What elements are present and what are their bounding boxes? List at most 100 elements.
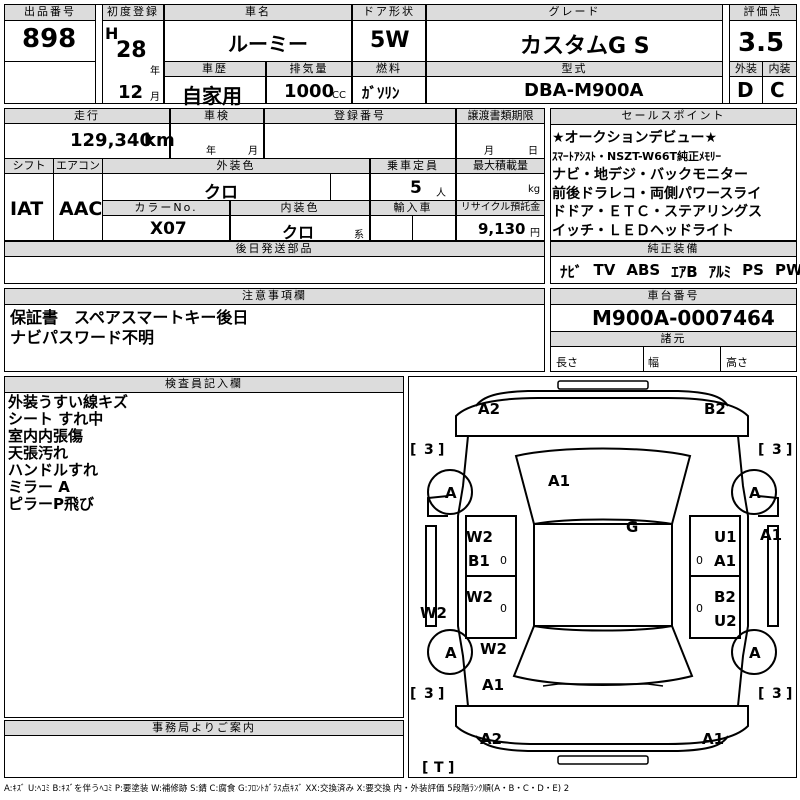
tire-t-close: ]: [448, 760, 454, 776]
sales-point-line: ｽﾏｰﾄｱｼｽﾄ・NSZT-W66T純正ﾒﾓﾘｰ: [552, 149, 722, 163]
inspector-line: 室内内張傷: [8, 427, 84, 445]
left-side-shape: [425, 525, 437, 627]
mark-right-rear-door-2: U2: [714, 612, 737, 630]
recycle: 9,130: [478, 220, 526, 238]
mark-right-rear-door: B2: [714, 588, 736, 606]
ext-color-label: 外装色: [102, 158, 370, 174]
door: 5W: [370, 28, 410, 53]
mark-left-front-door: W2: [466, 528, 493, 546]
right-side-shape: [767, 525, 779, 627]
ext-color-cell-2: [330, 173, 370, 201]
inspector-line: ミラー A: [8, 478, 70, 496]
rear-window-shape: [512, 624, 694, 686]
equipment-item: TV: [593, 261, 616, 279]
tire-fl: 3: [424, 442, 434, 458]
transfer-label: 譲渡書類期限: [456, 108, 545, 124]
model: DBA-M900A: [524, 80, 644, 101]
ac-label: エアコン: [53, 158, 103, 174]
inspection-label: 車検: [170, 108, 264, 124]
interior-label: 内装: [762, 61, 797, 77]
rear-plate-shape: [557, 755, 649, 765]
front-bumper-shape: [475, 390, 729, 407]
tire-t: T: [434, 760, 444, 776]
inspector-box: [4, 392, 404, 718]
shift: IAT: [10, 198, 44, 220]
color-no-label: カラーNo.: [102, 200, 230, 216]
height-label: 高さ: [726, 356, 748, 369]
equipment-label: 純正装備: [550, 241, 797, 257]
car-diagram: A2 B2 A1 G W2 B1 W2 W2 A1 W2 U1 A1 B2 U2…: [410, 380, 792, 776]
car-name-label: 車名: [164, 4, 352, 21]
later-parts-label: 後日発送部品: [4, 241, 545, 257]
color-no: X07: [150, 219, 187, 239]
ac: AAC: [59, 198, 103, 220]
tire-fl-label: [: [410, 442, 416, 458]
sales-point-line: ドドア・ＥＴＣ・ステアリングス: [552, 204, 762, 220]
chassis-number: M900A-0007464: [592, 306, 775, 330]
import-cell-2: [412, 215, 456, 241]
tire-rl-label: [: [410, 686, 416, 702]
mileage-label: 走行: [4, 108, 170, 124]
int-color-unit: 系: [354, 230, 364, 241]
reg-no-label: 登録番号: [264, 108, 456, 124]
exterior-score: D: [737, 78, 754, 102]
mark-left-rear-door: W2: [466, 588, 493, 606]
mark-right-front-door: U1: [714, 528, 737, 546]
mark-left-rear-door-2: W2: [480, 640, 507, 658]
lot-no: 898: [22, 24, 77, 54]
interior-score: C: [770, 78, 785, 102]
displacement: 1000: [284, 81, 335, 102]
sales-point-line: イッチ・ＬＥＤヘッドライト: [552, 222, 734, 239]
equipment-item: PW: [774, 261, 800, 279]
sales-point-line: ナビ・地デジ・バックモニター: [552, 167, 748, 183]
right-mirror-shape: [757, 495, 779, 517]
sales-points-box: [550, 124, 797, 241]
diagram-box: [408, 376, 797, 778]
equipment-box: [550, 256, 797, 284]
inspector-line: シート すれ中: [8, 410, 104, 428]
chassis-label: 車台番号: [550, 288, 797, 305]
tire-rr: 3: [772, 686, 782, 702]
door-label: ドア形状: [352, 4, 426, 21]
month-unit: 月: [150, 92, 160, 103]
zero-mark: 0: [500, 554, 507, 567]
displacement-label: 排気量: [266, 61, 352, 77]
recycle-cell: [456, 215, 545, 241]
int-color: クロ: [282, 223, 315, 242]
sales-points-list: ★オークションデビュー★ ｽﾏｰﾄｱｼｽﾄ・NSZT-W66T純正ﾒﾓﾘｰ ナビ…: [552, 129, 797, 240]
mark-right-front-door-2: A1: [714, 552, 736, 570]
mark-roof: G: [626, 518, 638, 536]
mark-left-front-door-2: B1: [468, 552, 490, 570]
int-color-label: 内装色: [230, 200, 370, 216]
capacity-unit: 人: [436, 188, 446, 199]
tire-rr-label: [: [758, 686, 764, 702]
recycle-unit: 円: [530, 228, 540, 239]
history: 自家用: [182, 84, 242, 108]
later-parts-cell: [4, 256, 545, 284]
inspection-month-unit: 月: [248, 146, 258, 157]
wheel-fl-shape: [427, 469, 473, 515]
front-outline-shape: [455, 397, 749, 437]
displacement-cell: [266, 76, 352, 104]
legend: A:ｷｽﾞ U:ﾍｺﾐ B:ｷｽﾞを伴うﾍｺﾐ P:要塗装 W:補修跡 S:錆 …: [4, 784, 570, 794]
load-unit: kg: [528, 184, 541, 195]
car-name: ルーミー: [228, 32, 308, 56]
equipment-item: PS: [742, 261, 764, 279]
mark-right-side: A1: [760, 526, 782, 544]
int-color-cell: [230, 215, 370, 241]
capacity-label: 乗車定員: [370, 158, 456, 174]
transfer-month-unit: 月: [484, 146, 494, 157]
notes-list: 保証書 スペアスマートキー後日 ナビパスワード不明: [10, 308, 248, 348]
model-label: 型式: [426, 61, 723, 77]
inspector-line: ハンドルすれ: [8, 461, 99, 479]
mileage-unit: km: [144, 130, 175, 151]
sales-point-line: 前後ドラレコ・両側パワースライ: [552, 185, 762, 202]
grade: カスタムG S: [520, 34, 650, 59]
length-label: 長さ: [556, 356, 578, 369]
inspector-list: 外装うすい線キズ シート すれ中 室内内張傷 天張汚れ ハンドルすれ ミラー A…: [8, 394, 128, 513]
mark-wheel-fr: A: [749, 484, 761, 502]
left-mirror-shape: [427, 495, 449, 517]
tire-rr-close: ]: [786, 686, 792, 702]
spare-tire-shape: [542, 683, 664, 687]
body-outline-shape: [457, 435, 749, 707]
